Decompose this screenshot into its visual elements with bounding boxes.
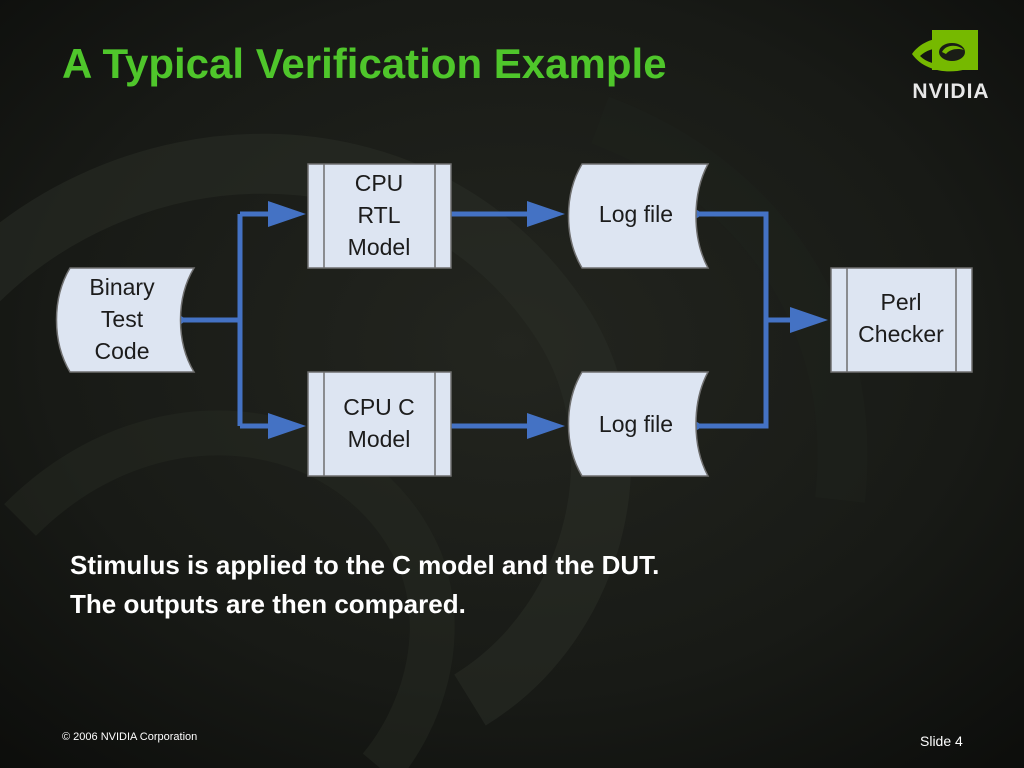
node-cpu-c-model-shape <box>307 371 452 477</box>
node-binary-test-code-shape <box>55 267 196 373</box>
node-cpu-rtl-model-shape <box>307 163 452 269</box>
slide-title: A Typical Verification Example <box>62 40 667 87</box>
node-cpu-c-model-line-1: CPU C <box>343 394 415 420</box>
node-cpu-rtl-model-line-3: Model <box>348 234 411 260</box>
connectors <box>180 211 792 429</box>
node-log-file-top-label: Log file <box>599 201 673 227</box>
node-perl-checker-line-1: Perl <box>881 289 922 315</box>
arrowhead-log-top <box>527 201 565 227</box>
node-binary-test-code-line-2: Test <box>101 306 144 332</box>
node-binary-test-code: Binary Test Code <box>55 267 196 373</box>
arrowheads <box>268 201 828 439</box>
footer-copyright: © 2006 NVIDIA Corporation <box>62 731 198 743</box>
arrowhead-perl <box>790 307 828 333</box>
node-cpu-c-model-line-2: Model <box>348 426 411 452</box>
node-binary-test-code-line-1: Binary <box>89 274 155 300</box>
node-log-file-bottom-label: Log file <box>599 411 673 437</box>
slide-number: Slide 4 <box>920 733 963 749</box>
node-log-file-top-shape <box>567 163 710 269</box>
node-binary-test-code-line-3: Code <box>95 338 150 364</box>
arrowhead-log-bottom <box>527 413 565 439</box>
node-log-file-top: Log file <box>567 163 710 269</box>
slide-body-text: Stimulus is applied to the C model and t… <box>70 546 970 624</box>
node-cpu-c-model: CPU C Model <box>307 371 452 477</box>
node-log-file-bottom: Log file <box>567 371 710 477</box>
node-perl-checker-shape <box>830 267 973 373</box>
node-cpu-rtl-model-line-2: RTL <box>357 202 400 228</box>
body-line-1: Stimulus is applied to the C model and t… <box>70 550 660 580</box>
nvidia-logo: NVIDIA <box>898 28 1004 108</box>
nvidia-eye-icon <box>912 30 978 72</box>
arrowhead-cpu-rtl <box>268 201 306 227</box>
arrowhead-cpu-c <box>268 413 306 439</box>
node-perl-checker: Perl Checker <box>830 267 973 373</box>
node-log-file-bottom-shape <box>567 371 710 477</box>
connector-log-top-to-merge <box>696 211 769 429</box>
body-line-2: The outputs are then compared. <box>70 589 466 619</box>
nvidia-wordmark: NVIDIA <box>912 80 990 103</box>
node-cpu-rtl-model: CPU RTL Model <box>307 163 452 269</box>
node-perl-checker-line-2: Checker <box>858 321 944 347</box>
node-cpu-rtl-model-line-1: CPU <box>355 170 404 196</box>
